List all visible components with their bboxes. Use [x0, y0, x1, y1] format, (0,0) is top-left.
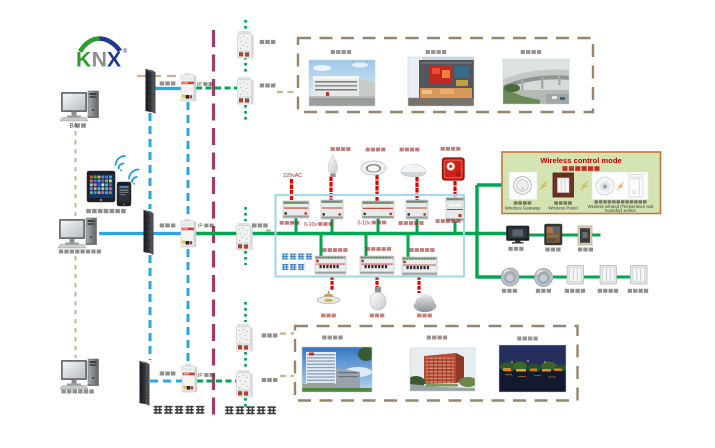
svg-text:humidity) sensor: humidity) sensor	[605, 208, 636, 213]
svg-text:220vAC: 220vAC	[283, 173, 302, 179]
svg-text:IP: IP	[198, 224, 203, 230]
svg-text:®: ®	[123, 47, 128, 55]
svg-text:IP: IP	[198, 373, 203, 379]
svg-text:N: N	[92, 49, 107, 72]
svg-text:Wireless control mode: Wireless control mode	[540, 156, 621, 165]
svg-text:0-10v: 0-10v	[358, 221, 371, 227]
svg-text:K: K	[76, 49, 91, 72]
svg-text:Wireless Panel: Wireless Panel	[548, 206, 577, 211]
svg-text:X: X	[107, 49, 121, 72]
svg-text:IP: IP	[197, 82, 202, 88]
svg-text:BA: BA	[70, 124, 78, 130]
svg-text:Wireless Gateway: Wireless Gateway	[505, 206, 541, 211]
svg-text:0-10v: 0-10v	[304, 222, 317, 228]
svg-text:Wireless infrared (Temperature: Wireless infrared (Temperature and	[588, 204, 654, 209]
